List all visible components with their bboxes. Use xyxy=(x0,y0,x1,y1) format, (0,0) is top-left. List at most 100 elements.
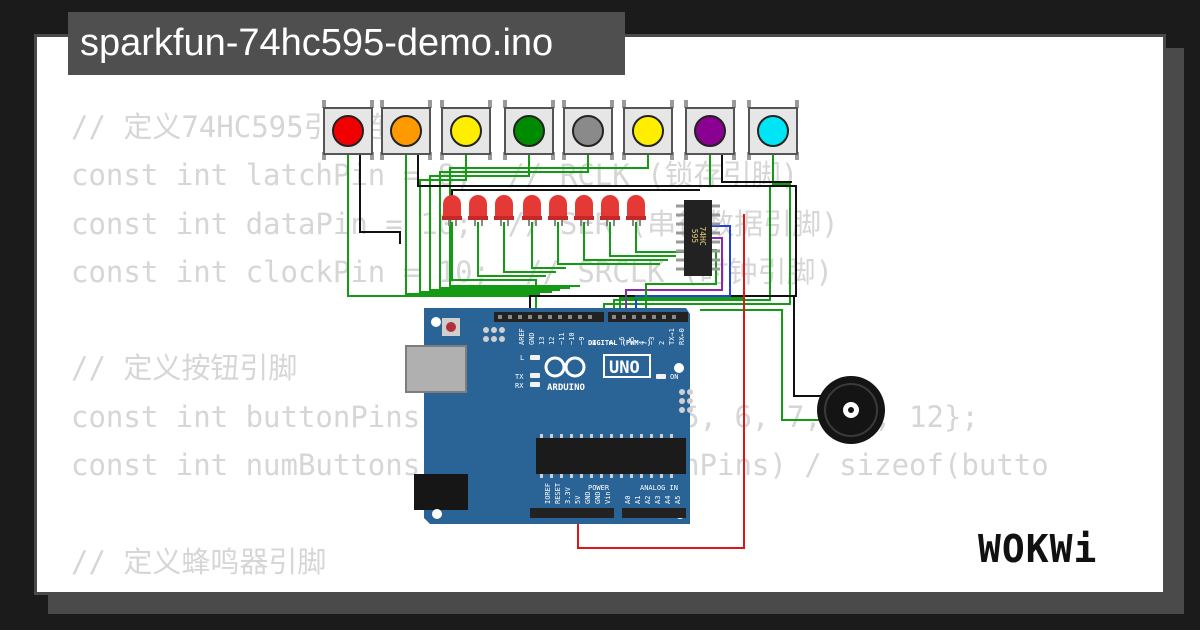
pushbuttons[interactable] xyxy=(322,100,799,160)
wire-green xyxy=(557,222,660,265)
pin-label: Vin xyxy=(604,491,612,504)
led[interactable] xyxy=(548,195,568,226)
code-line: // 定义按钮引脚 xyxy=(71,351,298,386)
wire-green xyxy=(583,222,668,261)
pin-label: 4 xyxy=(638,341,646,345)
led-label-on: ON xyxy=(670,373,678,381)
led[interactable] xyxy=(468,195,488,226)
wire-green xyxy=(451,222,537,314)
wire-green xyxy=(531,222,566,269)
wire-green xyxy=(603,152,791,314)
pin-label: 8 xyxy=(590,341,598,345)
wire-green xyxy=(609,222,676,257)
pin-label: ~9 xyxy=(578,337,586,345)
pushbutton[interactable] xyxy=(747,100,799,160)
wire-green xyxy=(449,152,649,287)
wire-green xyxy=(613,152,771,314)
wire-green xyxy=(635,222,684,253)
power-header xyxy=(530,508,614,518)
wire-green xyxy=(347,152,530,297)
wire-black xyxy=(417,152,797,314)
arduino-logo-icon xyxy=(544,356,586,378)
pin-label: 12 xyxy=(548,337,556,345)
buzzer[interactable] xyxy=(817,376,885,444)
digital-header xyxy=(608,312,688,322)
pin-label: GND xyxy=(584,491,592,504)
atmega-chip xyxy=(536,438,686,474)
pushbutton[interactable] xyxy=(562,100,614,160)
pin-label: ~6 xyxy=(618,337,626,345)
pin-label: ~11 xyxy=(558,332,566,345)
pushbutton[interactable] xyxy=(622,100,674,160)
button-cap xyxy=(632,115,664,147)
wire-red xyxy=(577,214,745,549)
button-cap xyxy=(572,115,604,147)
power-label: POWER xyxy=(588,484,610,492)
pin-label: GND xyxy=(594,491,602,504)
led-label-tx: TX xyxy=(515,373,524,381)
pushbutton[interactable] xyxy=(322,100,374,160)
project-title[interactable]: sparkfun-74hc595-demo.ino xyxy=(68,12,625,75)
pin-label: A0 xyxy=(624,496,632,504)
pin-label: 13 xyxy=(538,337,546,345)
button-cap xyxy=(332,115,364,147)
wire-green xyxy=(700,309,826,421)
pin-label: A3 xyxy=(654,496,662,504)
pin-label: A2 xyxy=(644,496,652,504)
button-cap xyxy=(390,115,422,147)
chip-number: 595 xyxy=(690,229,699,244)
pin-label: IOREF xyxy=(544,483,552,504)
arduino-uno-board[interactable]: AREF GND 13 12 ~11 ~10 ~9 8 7 ~6 ~5 4 ~3… xyxy=(405,308,693,524)
code-line: // 定义蜂鸣器引脚 xyxy=(71,544,327,579)
shift-register-74hc595[interactable]: 74HC 595 xyxy=(676,200,720,276)
wire-green xyxy=(419,152,552,293)
led[interactable] xyxy=(442,195,462,226)
wire-black xyxy=(451,189,700,196)
pin-label: RESET xyxy=(554,482,562,504)
wire-green xyxy=(477,222,546,277)
pushbutton[interactable] xyxy=(440,100,492,160)
power-jack xyxy=(414,474,468,510)
wokwi-logo[interactable]: WOKWi xyxy=(978,527,1098,571)
wire-green xyxy=(405,152,540,295)
button-cap xyxy=(513,115,545,147)
wire-green xyxy=(439,152,589,289)
wire-blue xyxy=(635,225,731,314)
pin-label: 7 xyxy=(608,341,616,345)
pin-label: 2 xyxy=(658,341,666,345)
pin-label: A1 xyxy=(634,496,642,504)
led[interactable] xyxy=(494,195,514,226)
led[interactable] xyxy=(626,195,646,226)
pushbutton[interactable] xyxy=(503,100,555,160)
pin-label: A5 xyxy=(674,496,682,504)
led-label-rx: RX xyxy=(515,382,524,390)
led[interactable] xyxy=(600,195,620,226)
leds[interactable] xyxy=(442,195,646,226)
button-cap xyxy=(694,115,726,147)
button-cap xyxy=(450,115,482,147)
wire-black xyxy=(359,152,401,244)
wire-black xyxy=(721,152,792,183)
pin-label: AREF xyxy=(518,328,526,345)
pushbutton[interactable] xyxy=(684,100,736,160)
pin-label: ~10 xyxy=(568,332,576,345)
pin-label: GND xyxy=(528,332,536,345)
pin-label: A4 xyxy=(664,496,672,504)
pin-label: ~5 xyxy=(628,337,636,345)
led[interactable] xyxy=(522,195,542,226)
board-brand: ARDUINO xyxy=(547,383,586,393)
led[interactable] xyxy=(574,195,594,226)
wire-green xyxy=(503,222,556,273)
pin-label: TX→1 xyxy=(668,328,676,345)
pin-label: 3.3V xyxy=(564,486,572,504)
pin-label: 5V xyxy=(574,495,582,504)
usb-port xyxy=(405,345,467,393)
digital-label: DIGITAL (PWM ~) xyxy=(588,339,651,347)
analog-label: ANALOG IN xyxy=(640,484,678,492)
pushbutton[interactable] xyxy=(380,100,432,160)
wire-black xyxy=(793,296,826,397)
pin-label: ~3 xyxy=(648,337,656,345)
board-model: UNO xyxy=(609,358,640,378)
led-label-l: L xyxy=(520,354,524,362)
